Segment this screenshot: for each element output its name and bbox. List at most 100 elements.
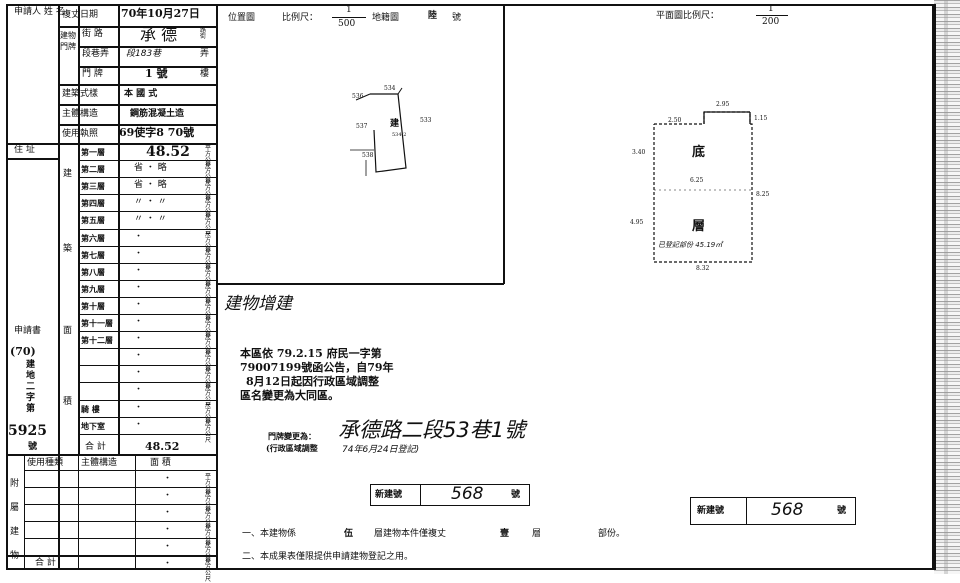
- new-build-value-left: 568: [451, 484, 484, 504]
- parcel-label-534: 534: [384, 85, 396, 92]
- license-label: 使用執照: [62, 129, 99, 139]
- floor-area-unit: 平方公尺: [204, 384, 211, 410]
- floor-area-value: ・: [134, 248, 144, 259]
- new-build-label-left: 新建號: [375, 490, 403, 500]
- floor-plan-title: 平面圖比例尺：: [656, 11, 720, 21]
- floor-area-value: 〃 ・ 〃: [134, 214, 167, 225]
- application-year: (70): [10, 345, 36, 358]
- parcel-label-533: 533: [420, 117, 432, 124]
- floor-name: 第十一層: [81, 318, 113, 328]
- location-scale-num: 1: [346, 5, 352, 15]
- footer-1-c: 層建物本件僅複丈: [374, 529, 447, 539]
- number-label: 門 牌: [82, 69, 103, 79]
- floor-area-value: ・: [134, 419, 144, 430]
- annex-total-label: 合 計: [35, 558, 56, 568]
- floor-row-divider: [78, 194, 216, 196]
- floor-row-divider: [78, 160, 216, 162]
- dim-1-15: 1.15: [754, 115, 768, 122]
- annex-area-dot: ・: [163, 474, 173, 484]
- style-label: 建築式樣: [62, 89, 99, 99]
- dim-8-32: 8.32: [696, 265, 710, 272]
- new-build-label-right: 新建號: [697, 506, 725, 516]
- street-label: 街 路: [82, 29, 103, 39]
- dim-2-95: 2.95: [716, 101, 730, 108]
- location-scale-label: 比例尺：: [282, 13, 319, 23]
- floor-row-divider: [78, 348, 216, 350]
- dim-4-95: 4.95: [630, 219, 644, 226]
- notice-line-4: 區名變更為大同區。: [240, 389, 339, 402]
- floor-name-column-divider: [118, 143, 119, 454]
- floor-plan-registered: 已登記部份 45.19㎡: [658, 241, 723, 249]
- floor-area-value: ・: [134, 402, 144, 413]
- annex-area-unit: 平方公尺: [204, 473, 211, 498]
- applicant-label: 申請人 姓 名: [14, 7, 65, 17]
- annex-area-unit: 平方公尺: [204, 490, 211, 515]
- cadastral-suffix: 號: [452, 13, 462, 23]
- annex-col-use: 使用種類: [27, 458, 64, 468]
- notice-line-1: 本區依 79.2.15 府民一字第: [240, 347, 382, 360]
- parcel-label-538: 538: [362, 152, 374, 159]
- annex-area-dot: ・: [163, 525, 173, 535]
- scan-edge-line: [944, 0, 948, 574]
- footer-1-e: 層: [532, 529, 542, 539]
- floor-area-unit: 平方公尺: [204, 367, 211, 393]
- floors-section-label-2: 築: [63, 244, 73, 254]
- floor-area-value: ・: [134, 368, 144, 379]
- floor-area-unit: 平方公尺: [204, 179, 211, 205]
- floor-area-value: ・: [134, 231, 144, 242]
- floor-row-divider: [78, 433, 216, 435]
- change-label: 門牌變更為：: [268, 431, 316, 441]
- floor-area-unit: 平方公尺: [204, 333, 211, 359]
- address-label: 建物門牌: [60, 31, 76, 51]
- new-build-value-right: 568: [771, 500, 804, 520]
- floor-name: 第四層: [81, 198, 105, 209]
- annex-col-structure: 主體構造: [81, 458, 118, 468]
- floor-row-divider: [78, 228, 216, 230]
- location-scale-den: 500: [338, 19, 356, 29]
- change-date: 74年6月24日登記): [342, 445, 420, 455]
- floor-plan-scale-den: 200: [762, 17, 780, 27]
- new-build-box-right: 新建號 568 號: [690, 497, 856, 525]
- floor-name: 第八層: [81, 266, 105, 277]
- floor-plan-drawing: [653, 111, 753, 263]
- floor-area-unit: 平方公尺: [204, 196, 211, 222]
- floor-row-divider: [78, 177, 216, 179]
- annex-area-dot: ・: [163, 559, 173, 569]
- floor-area-value: ・: [134, 385, 144, 396]
- floor-area-unit: 平方公尺: [204, 213, 211, 239]
- dim-8-25: 8.25: [756, 191, 770, 198]
- floors-section-label-1: 建: [63, 169, 73, 179]
- floor-area-value: ・: [134, 317, 144, 327]
- floor-area-unit: 平方公尺: [204, 316, 211, 341]
- floor-area-unit: 平方公尺: [204, 401, 211, 427]
- floor-area-value: 48.52: [146, 144, 190, 160]
- new-build-suffix-left: 號: [511, 490, 521, 500]
- floor-row-divider: [78, 314, 216, 315]
- parcel-label-536: 536: [352, 93, 364, 100]
- floor-name: 第三層: [81, 181, 105, 192]
- floor-row-divider: [78, 279, 216, 281]
- floor-row-divider: [78, 262, 216, 264]
- annex-col-area: 面 積: [150, 458, 171, 468]
- parcel-label-534-2: 534-2: [392, 132, 407, 138]
- change-value: 承德路二段53巷1號: [338, 418, 526, 442]
- footer-1-b: 伍: [344, 529, 354, 539]
- floor-area-unit: 平方公尺: [204, 418, 211, 444]
- floor-row-divider: [78, 416, 216, 418]
- street-value: 承 德: [140, 25, 178, 44]
- floor-row-divider: [78, 399, 216, 401]
- new-build-box-left: 新建號 568 號: [370, 484, 530, 506]
- floor-row-divider: [78, 365, 216, 367]
- form-border: [6, 4, 934, 570]
- scan-edge-artifact: [934, 0, 960, 574]
- floor-name: 第一層: [81, 147, 105, 157]
- floor-area-value: ・: [134, 282, 144, 293]
- floor-area-unit: 平方公尺: [204, 247, 211, 273]
- annex-area-dot: ・: [163, 508, 173, 518]
- review-date-value: 70年10月27日: [121, 7, 200, 20]
- floor-plan-label-bottom: 層: [692, 219, 706, 234]
- floor-name: 第十層: [81, 300, 105, 311]
- floor-row-divider: [78, 211, 216, 213]
- annex-label: 附屬建物: [10, 479, 20, 561]
